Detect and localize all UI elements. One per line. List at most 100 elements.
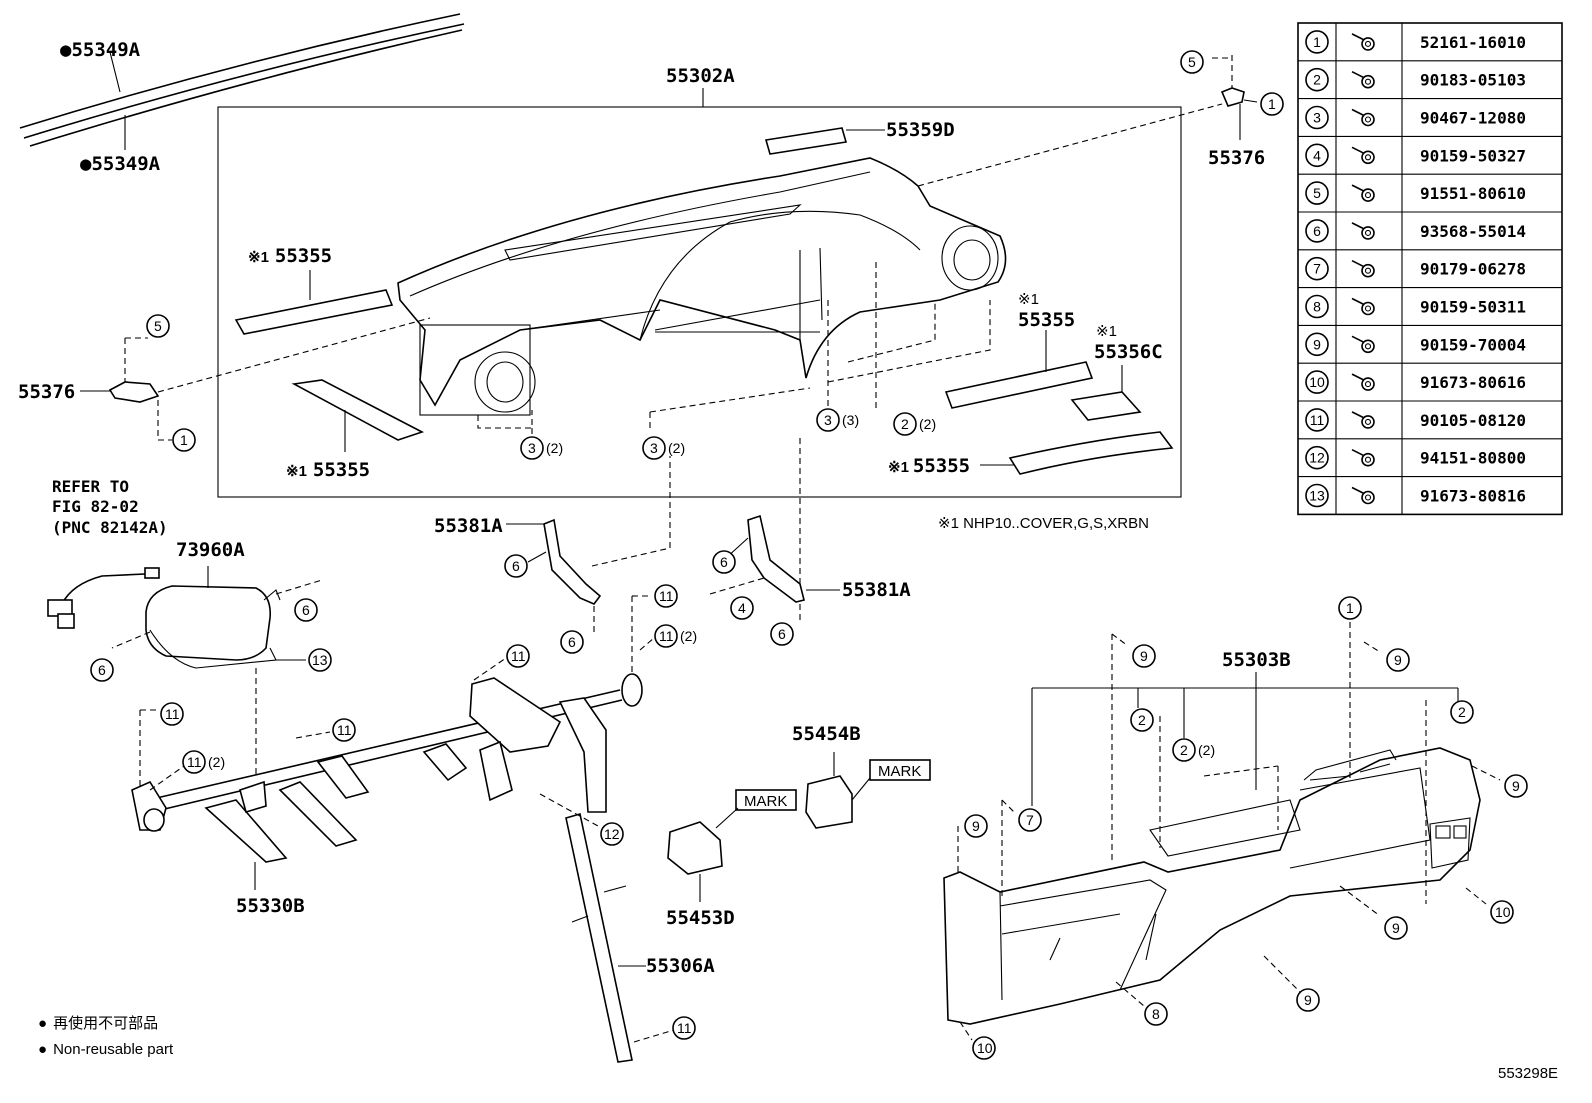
- svg-text:1: 1: [180, 432, 188, 448]
- hardware-part-number: 94151-80800: [1420, 449, 1526, 468]
- hardware-index-circle: [1305, 30, 1329, 54]
- svg-text:9: 9: [1392, 920, 1400, 936]
- clip-55454b: [805, 775, 853, 829]
- fastener-icon: [1351, 222, 1375, 240]
- fastener-icon: [1351, 33, 1375, 51]
- lower-instrument-panel: [943, 747, 1481, 1025]
- svg-text:6: 6: [720, 554, 728, 570]
- mark-box-right: [869, 759, 931, 781]
- svg-text:11: 11: [337, 722, 352, 738]
- qty-callout-2-lower: (2): [1198, 742, 1215, 758]
- svg-text:8: 8: [1152, 1006, 1160, 1022]
- qty-callout-3-right: (3): [842, 412, 859, 428]
- silencer-pad-55356c: [1070, 391, 1142, 421]
- panel-assembly-frame: [217, 106, 1182, 498]
- hardware-part-number: 90467-12080: [1420, 109, 1526, 128]
- part-label-73960a: 73960A: [176, 539, 245, 561]
- silencer-pad-right: [944, 361, 1094, 409]
- hardware-table-row: 5 91551-80610: [1305, 181, 1526, 205]
- part-label-55330b: 55330B: [236, 895, 305, 917]
- svg-text:9: 9: [972, 818, 980, 834]
- fastener-icon: [1351, 184, 1375, 202]
- hardware-part-number: 90159-50311: [1420, 298, 1526, 317]
- hardware-index: 12: [1309, 450, 1325, 466]
- hardware-part-number: 91673-80616: [1420, 373, 1526, 392]
- mark-box-left: [735, 789, 797, 811]
- svg-text:10: 10: [1495, 904, 1511, 920]
- hardware-index: 8: [1313, 299, 1321, 315]
- knee-airbag-73960a: [145, 585, 281, 669]
- svg-text:2: 2: [1180, 742, 1188, 758]
- hardware-index: 4: [1313, 147, 1321, 163]
- fastener-icon: [1351, 70, 1375, 89]
- svg-text:1: 1: [1346, 600, 1354, 616]
- part-label-55349a-top: ●55349A: [60, 39, 141, 61]
- bracket-55376-right: [1220, 87, 1245, 107]
- mark-55356c: ※1: [1096, 323, 1117, 340]
- hardware-part-number: 52161-16010: [1420, 33, 1526, 52]
- svg-text:6: 6: [512, 558, 520, 574]
- instrument-panel-pad: [397, 157, 1007, 416]
- hardware-part-number: 93568-55014: [1420, 222, 1526, 241]
- svg-text:11: 11: [659, 628, 674, 644]
- svg-text:2: 2: [1458, 704, 1466, 720]
- hardware-part-number: 90179-06278: [1420, 260, 1526, 279]
- part-label-55355-right: 55355: [1018, 309, 1075, 331]
- svg-text:3: 3: [528, 440, 536, 456]
- hardware-index: 10: [1309, 374, 1325, 390]
- scope-note: ※1 NHP10..COVER,G,S,XRBN: [938, 515, 1149, 532]
- hardware-index-circle: [1305, 332, 1329, 357]
- svg-text:9: 9: [1140, 648, 1148, 664]
- part-label-55381a-right: 55381A: [842, 579, 911, 601]
- svg-text:12: 12: [604, 826, 620, 842]
- part-label-55453d: 55453D: [666, 907, 735, 929]
- svg-text:6: 6: [302, 602, 310, 618]
- refer-line-1: REFER TO: [52, 477, 129, 496]
- hardware-part-number: 91673-80816: [1420, 487, 1526, 506]
- hardware-index-circle: [1305, 445, 1329, 470]
- mark-55355-right: ※1: [1018, 291, 1039, 308]
- hardware-index: 5: [1313, 185, 1321, 201]
- figure-code: 553298E: [1498, 1065, 1558, 1082]
- part-label-55356c: 55356C: [1094, 341, 1163, 363]
- part-label-55303b: 55303B: [1222, 649, 1291, 671]
- svg-text:9: 9: [1304, 992, 1312, 1008]
- hardware-index: 6: [1313, 223, 1321, 239]
- part-label-55376-right: 55376: [1208, 147, 1265, 169]
- svg-text:13: 13: [312, 652, 328, 668]
- fastener-icon: [1351, 373, 1375, 391]
- refer-line-3: (PNC 82142A): [52, 518, 168, 537]
- qty-callout-11-lower: (2): [208, 754, 225, 770]
- hardware-index-circle: [1305, 105, 1329, 130]
- svg-text:11: 11: [659, 588, 674, 604]
- svg-text:11: 11: [677, 1020, 692, 1036]
- hardware-table-row: 10 91673-80616: [1305, 370, 1526, 394]
- hardware-table-row: 6 93568-55014: [1305, 219, 1526, 243]
- hardware-index-circle: [1305, 67, 1329, 92]
- hardware-part-number: 91551-80610: [1420, 184, 1526, 203]
- hardware-index: 7: [1313, 261, 1321, 277]
- hardware-index-circle: [1305, 483, 1329, 508]
- fastener-icon: [1351, 448, 1375, 467]
- svg-text:3: 3: [824, 412, 832, 428]
- hardware-index: 2: [1313, 72, 1321, 88]
- svg-text:7: 7: [1026, 812, 1034, 828]
- legend-line-jp: ●再使用不可部品: [38, 1015, 158, 1032]
- fastener-icon: [1351, 259, 1375, 278]
- part-label-55381a-left: 55381A: [434, 515, 503, 537]
- silencer-pad-lower-left: [291, 379, 425, 441]
- part-label-55359d: 55359D: [886, 119, 955, 141]
- defroster-strip: [764, 127, 848, 155]
- fastener-icon: [1351, 297, 1375, 316]
